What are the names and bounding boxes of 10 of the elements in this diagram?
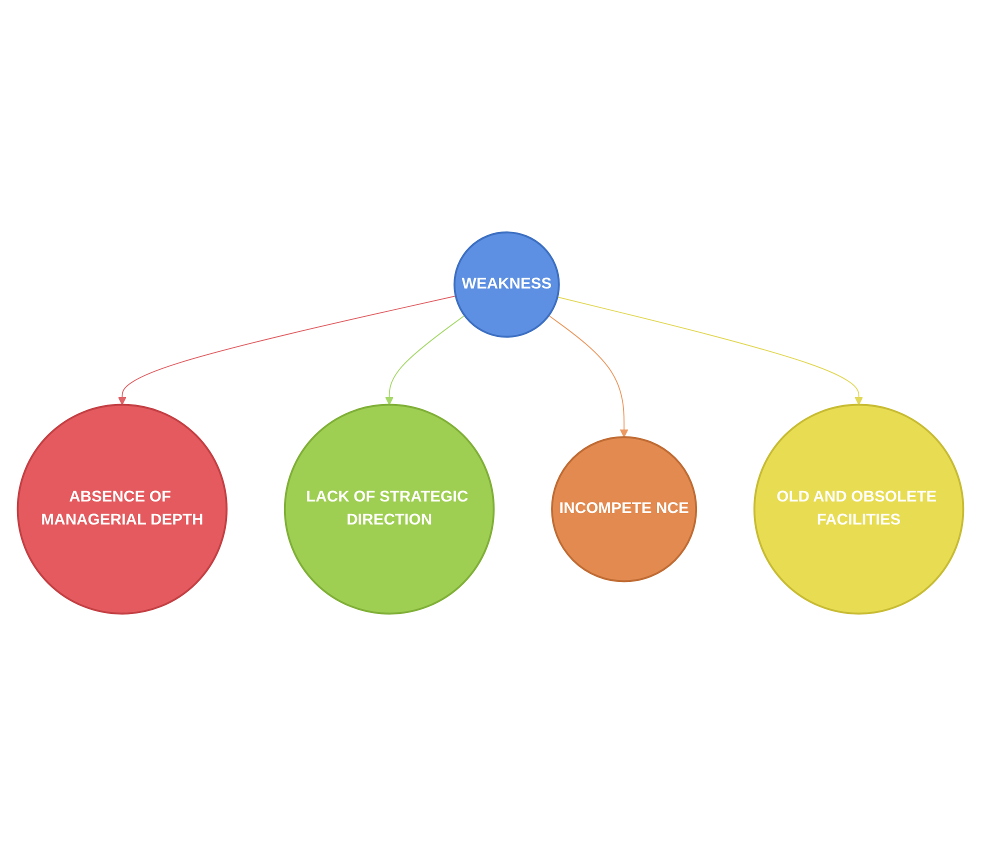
arrow <box>548 314 628 438</box>
arrow <box>385 314 466 406</box>
node-circle <box>551 436 698 582</box>
node-circle <box>16 404 228 615</box>
arrow <box>556 296 864 406</box>
node-circle <box>284 404 495 615</box>
diagram: ABSENCE OF MANAGERIAL DEPTH LACK OF STRATEGIC DIRECTION WEAKNESS INCOMPETE NCE OLD AND OBSOLETE FACILITIES <box>10 10 971 836</box>
node-circle <box>454 231 560 338</box>
arrow <box>118 296 456 406</box>
node-circle <box>753 404 964 615</box>
